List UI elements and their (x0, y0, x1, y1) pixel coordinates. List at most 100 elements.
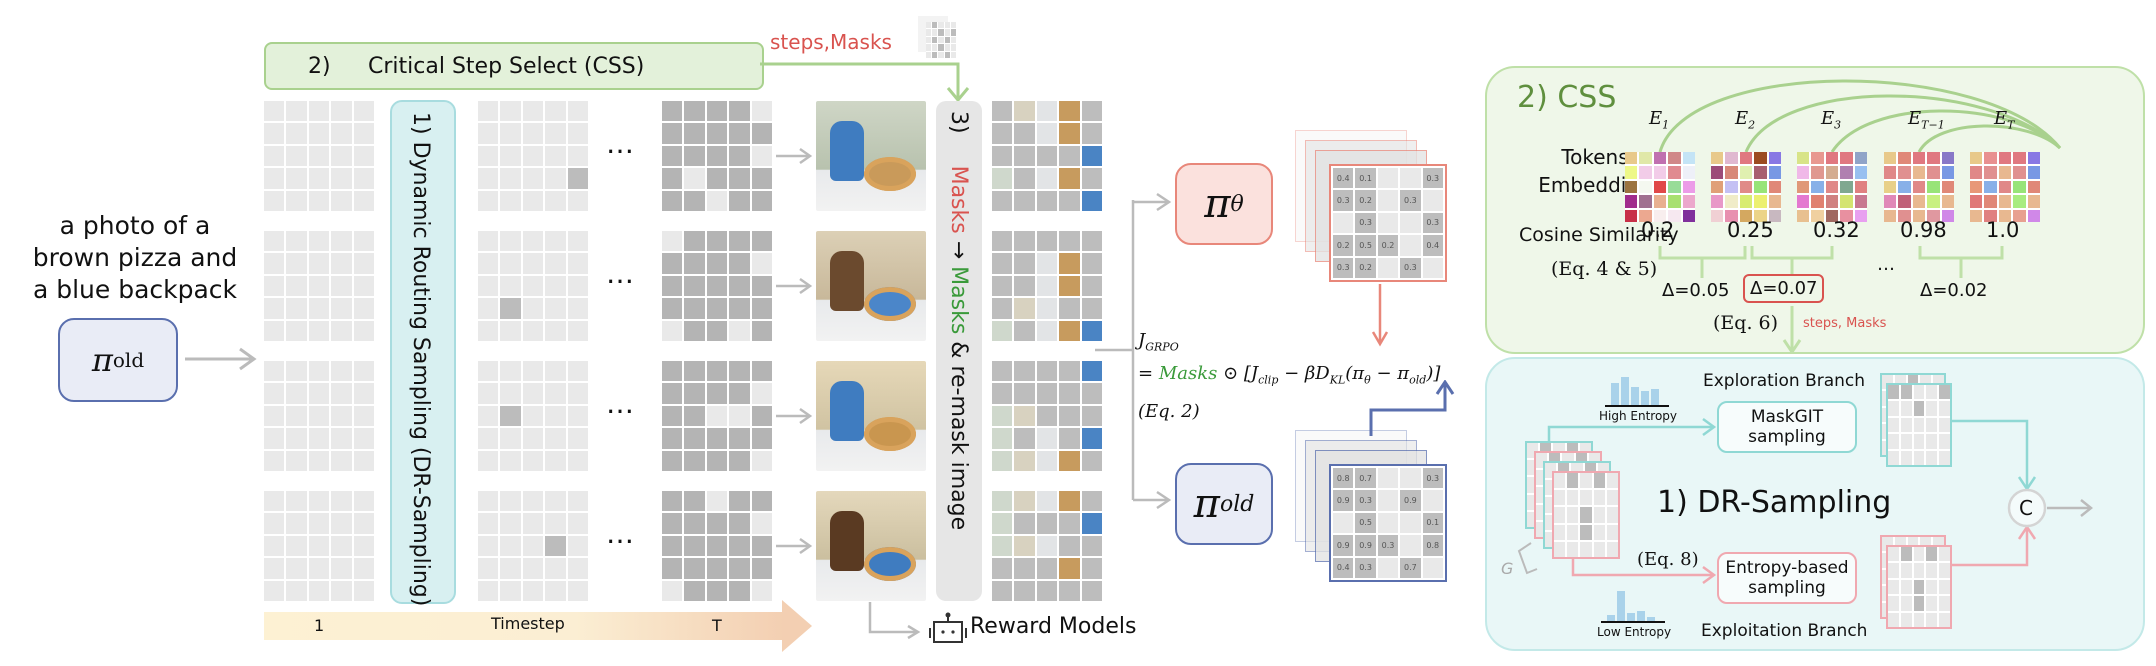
masked-token (662, 275, 683, 297)
step1-grid (264, 101, 374, 211)
token-cell (1580, 490, 1592, 506)
policy-old-right-symbol: π (1193, 481, 1220, 527)
embedding-label: ET−1 (1908, 108, 1945, 132)
token-cell (567, 190, 588, 211)
policy-old-right-subscript: old (1219, 491, 1255, 517)
css-panel: 2) CSS Tokens Embedding Cosine Similarit… (1485, 66, 2145, 354)
masked-token (1014, 361, 1035, 382)
token-cell (286, 298, 307, 319)
exploitation-grid (1886, 545, 1952, 629)
masked-token (706, 298, 728, 319)
token-cell (567, 535, 588, 557)
token-cell (264, 491, 285, 512)
token-cell (522, 361, 544, 382)
token-cell (1939, 612, 1950, 627)
token-cell (308, 491, 330, 512)
token-cell (286, 428, 307, 449)
token-cell (1913, 385, 1925, 400)
token-cell (286, 361, 307, 382)
embedding-token (1639, 209, 1652, 222)
token-cell (751, 253, 772, 274)
exploration-grid (1886, 383, 1952, 467)
token-cell (286, 253, 307, 274)
embedding-token (1840, 180, 1853, 194)
token-cell (522, 190, 544, 211)
token-cell (264, 168, 285, 189)
masked-token (992, 275, 1013, 297)
embedding-token (1768, 209, 1781, 222)
token-cell (331, 405, 352, 427)
token-cell (545, 383, 566, 404)
token-cell (567, 428, 588, 449)
token-cell (353, 361, 374, 382)
token-cell (545, 405, 566, 427)
masked-token (1567, 473, 1579, 489)
token-cell (522, 168, 544, 189)
masked-token (684, 275, 705, 297)
masked-token (684, 145, 705, 167)
embedding-token (1854, 166, 1867, 179)
token-cell (1081, 145, 1102, 167)
remask-masks-green: Masks (946, 266, 971, 335)
masked-token (662, 253, 683, 274)
token-cell (1527, 477, 1539, 493)
embedding-token (1682, 180, 1695, 194)
token-cell (567, 275, 588, 297)
token-cell (1939, 417, 1950, 433)
embedding-token (1825, 166, 1839, 179)
embedding-token (1653, 209, 1667, 222)
token-cell (545, 320, 566, 341)
masked-token (1059, 535, 1080, 557)
embedding-label: E3 (1821, 108, 1841, 132)
masked-token (662, 361, 683, 382)
token-cell (1014, 101, 1035, 122)
objective-masks: Masks (1158, 362, 1218, 384)
masked-token (1059, 513, 1080, 534)
embedding-token (1725, 180, 1738, 194)
embedding-token (1970, 195, 1983, 208)
token-cell (478, 558, 499, 579)
token-cell (992, 168, 1013, 189)
embedding-token (1739, 180, 1753, 194)
token-cell (1554, 490, 1566, 506)
token-cell (1567, 490, 1579, 506)
embedding-token (1625, 195, 1638, 208)
token-cell (1900, 450, 1912, 465)
cosine-value: 0.2 (1641, 218, 1675, 242)
token-cell (1900, 417, 1912, 433)
remask-label: 3) Masks → Masks & re-mask image (946, 111, 971, 530)
embedding-token (1854, 195, 1867, 208)
embedding-token (1668, 195, 1681, 208)
masked-token (1081, 168, 1102, 189)
masked-token (706, 101, 728, 122)
masked-token (706, 450, 728, 471)
token-cell (331, 231, 352, 252)
token-cell (1059, 253, 1080, 274)
embedding-token (1797, 180, 1810, 194)
masked-token (662, 190, 683, 211)
token-cell (1920, 537, 1932, 552)
token-cell (353, 123, 374, 144)
prompt-line: a photo of a (59, 211, 211, 240)
embedding-token (1625, 209, 1638, 222)
token-cell (1545, 497, 1557, 513)
masked-token (706, 383, 728, 404)
token-cell (1059, 558, 1080, 579)
probability-cell (1422, 490, 1443, 511)
masked-token (684, 190, 705, 211)
remasked-grid (992, 491, 1102, 601)
embedding-token (2013, 166, 2026, 179)
token-cell (478, 123, 499, 144)
token-cell (331, 558, 352, 579)
objective-mid: − βD (1278, 362, 1330, 384)
token-cell (353, 320, 374, 341)
probability-cell: 0.3 (1422, 468, 1443, 489)
similarity-arcs (1658, 79, 2062, 352)
embedding-token (1912, 195, 1926, 208)
token-cell (308, 535, 330, 557)
embedding-token (1653, 180, 1667, 194)
masked-token (1014, 145, 1035, 167)
masked-token (1566, 443, 1578, 459)
